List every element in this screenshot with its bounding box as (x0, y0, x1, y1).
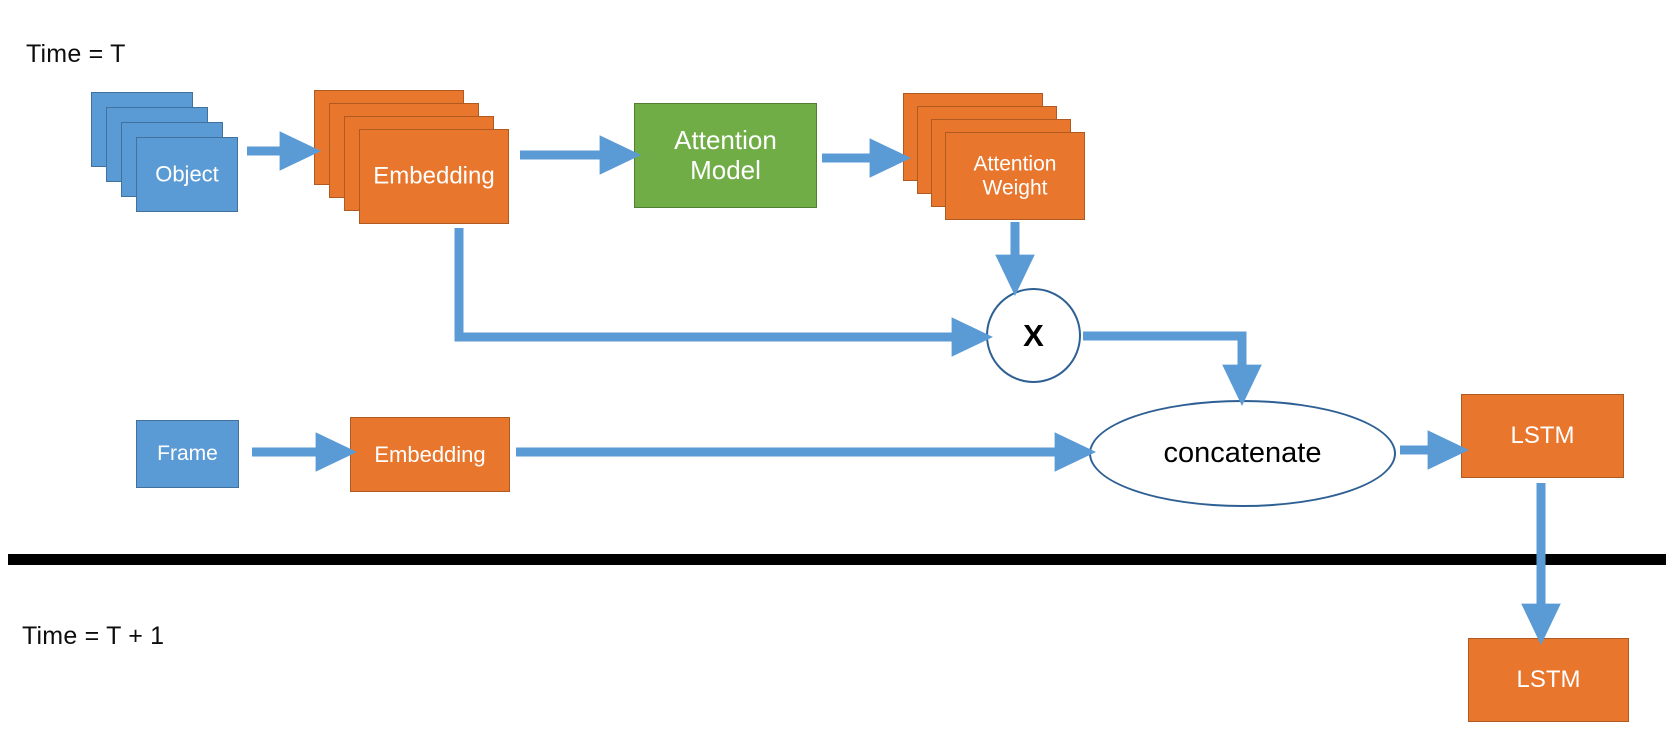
lstm-box-time-t-plus-1[interactable]: LSTM (1468, 638, 1629, 722)
multiply-label: X (1023, 317, 1044, 353)
frame-embedding-label: Embedding (374, 441, 486, 467)
frame-box[interactable]: Frame (136, 420, 239, 488)
object-embedding-stack[interactable]: Embedding (314, 90, 524, 230)
attention-weight-stack-label-line1: Attention (973, 152, 1057, 176)
time-divider-line (8, 554, 1666, 565)
concatenate-label: concatenate (1163, 437, 1322, 469)
time-label-bottom: Time = T + 1 (22, 622, 165, 650)
lstm-time-t-plus-1-label: LSTM (1516, 666, 1581, 694)
attention-weight-stack-label-line2: Weight (982, 176, 1048, 199)
object-stack-card-front: Object (136, 137, 238, 212)
edge-multiply-to-concatenate-elbow (1083, 331, 1262, 407)
object-embedding-stack-label: Embedding (373, 162, 495, 190)
concatenate-ellipse[interactable]: concatenate (1089, 400, 1396, 507)
lstm-time-t-label: LSTM (1510, 422, 1575, 450)
attention-model-label-line2: Model (690, 154, 761, 185)
attention-model-box[interactable]: Attention Model (634, 103, 817, 208)
object-stack[interactable]: Object (91, 92, 251, 214)
attention-weight-stack[interactable]: Attention Weight (903, 93, 1103, 228)
frame-embedding-box[interactable]: Embedding (350, 417, 510, 492)
object-embedding-stack-card-front: Embedding (359, 129, 509, 224)
time-label-top: Time = T (26, 40, 126, 68)
attention-weight-stack-card-front: Attention Weight (945, 132, 1085, 220)
lstm-box-time-t[interactable]: LSTM (1461, 394, 1624, 478)
object-stack-label: Object (155, 161, 219, 187)
frame-label: Frame (157, 441, 218, 465)
attention-model-label-line1: Attention (674, 124, 777, 155)
edge-embedding-to-multiply-elbow (454, 228, 994, 357)
